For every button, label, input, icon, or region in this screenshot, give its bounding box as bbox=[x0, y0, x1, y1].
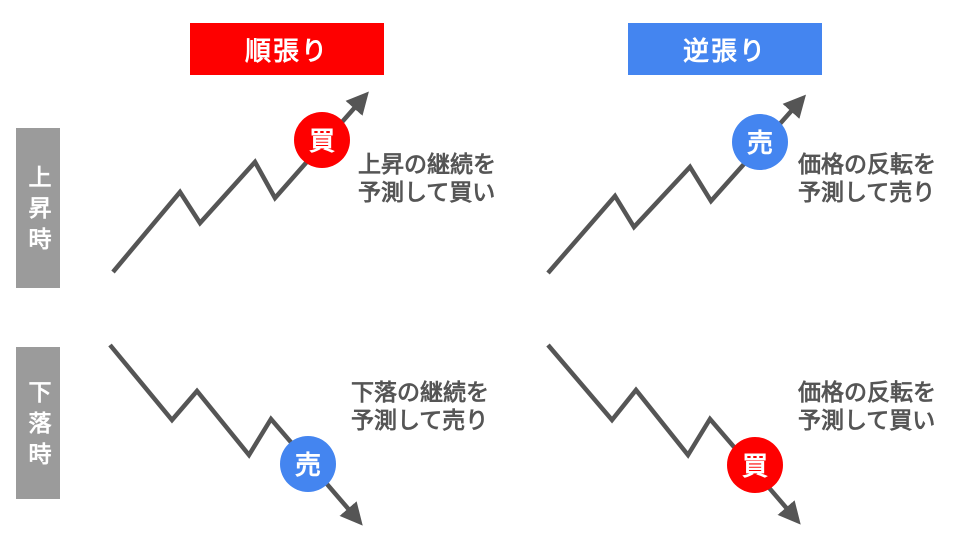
column-header-contrarian: 逆張り bbox=[628, 23, 822, 75]
sell-badge-label: 売 bbox=[747, 128, 773, 158]
row-label-rising: 上昇時 bbox=[16, 128, 60, 288]
description-downtrend-trend-following: 下落の継続を 予測して売り bbox=[351, 378, 489, 434]
downtrend-line-trend-following bbox=[108, 343, 363, 526]
description-line: 価格の反転を bbox=[798, 379, 936, 405]
description-line: 予測して売り bbox=[798, 179, 936, 205]
description-downtrend-contrarian: 価格の反転を 予測して買い bbox=[798, 378, 936, 434]
buy-badge-label: 買 bbox=[742, 451, 768, 481]
row-label-falling: 下落時 bbox=[16, 347, 60, 499]
description-line: 下落の継続を bbox=[351, 379, 489, 405]
buy-badge-circle bbox=[727, 437, 783, 493]
description-line: 予測して買い bbox=[358, 179, 496, 205]
sell-badge-circle bbox=[732, 114, 788, 170]
description-uptrend-contrarian: 価格の反転を 予測して売り bbox=[798, 150, 936, 206]
uptrend-line-contrarian bbox=[546, 94, 806, 275]
downtrend-line-contrarian bbox=[546, 343, 801, 525]
sell-badge-label: 売 bbox=[295, 450, 321, 480]
description-line: 価格の反転を bbox=[798, 151, 936, 177]
buy-badge-label: 買 bbox=[309, 126, 335, 156]
sell-badge-circle bbox=[280, 436, 336, 492]
description-line: 予測して売り bbox=[351, 407, 489, 433]
uptrend-line-trend-following bbox=[111, 91, 369, 274]
column-header-trend-following: 順張り bbox=[190, 23, 384, 75]
description-uptrend-trend-following: 上昇の継続を 予測して買い bbox=[358, 150, 496, 206]
buy-badge-circle bbox=[294, 112, 350, 168]
description-line: 予測して買い bbox=[798, 407, 936, 433]
description-line: 上昇の継続を bbox=[358, 151, 496, 177]
